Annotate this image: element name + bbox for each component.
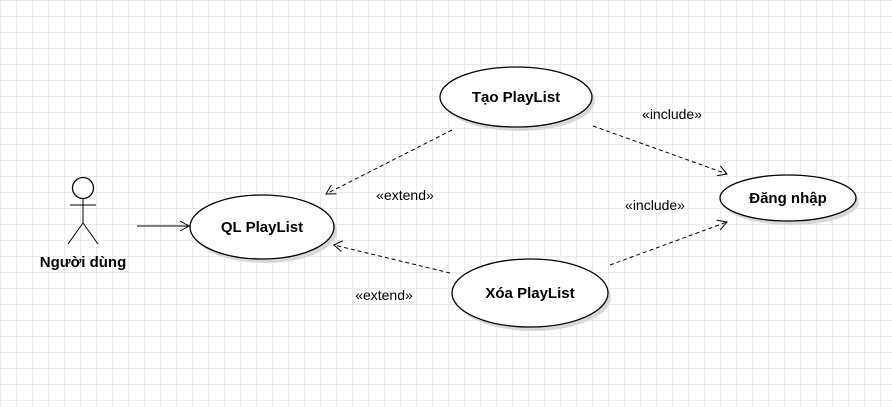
include-line [592,125,728,175]
include-arrowhead [716,219,728,231]
use-case-label: Đăng nhập [749,190,827,207]
use-case-ellipse [719,174,857,222]
extend-arrowhead [325,184,337,195]
use-case-ellipse [439,66,593,128]
relation-xoa-include-dangnhap: «include» [609,197,728,266]
include-arrowhead [716,165,728,177]
use-case-ql-playlist[interactable]: QL PlayList [189,194,337,263]
relation-tao-extend-ql: «extend» [325,129,453,203]
actor-right-leg [82,222,99,245]
use-case-ellipse [451,258,609,328]
use-case-dang-nhap[interactable]: Đăng nhập [719,174,859,225]
use-case-label: Xóa PlayList [485,285,574,302]
extend-label: «extend» [355,287,413,303]
association-actor-ql [137,220,191,232]
extend-line [325,129,453,195]
actor-left-leg [67,222,84,245]
use-case-tao-playlist[interactable]: Tạo PlayList [439,66,595,131]
use-case-label: QL PlayList [221,219,303,236]
relation-tao-include-dangnhap: «include» [592,106,728,177]
include-label: «include» [625,197,685,213]
include-label: «include» [642,106,702,122]
extend-arrowhead [333,240,344,252]
relation-xoa-extend-ql: «extend» [333,240,451,303]
include-line [609,221,728,266]
actor-head [71,176,95,200]
use-case-label: Tạo PlayList [472,89,560,106]
extend-label: «extend» [376,187,434,203]
use-case-ellipse [189,194,335,260]
actor-label: Người dùng [40,254,127,271]
association-arrowhead [179,220,191,232]
actor-nguoi-dung[interactable]: Người dùng [40,176,127,272]
use-case-xoa-playlist[interactable]: Xóa PlayList [451,258,611,331]
extend-line [333,244,451,274]
